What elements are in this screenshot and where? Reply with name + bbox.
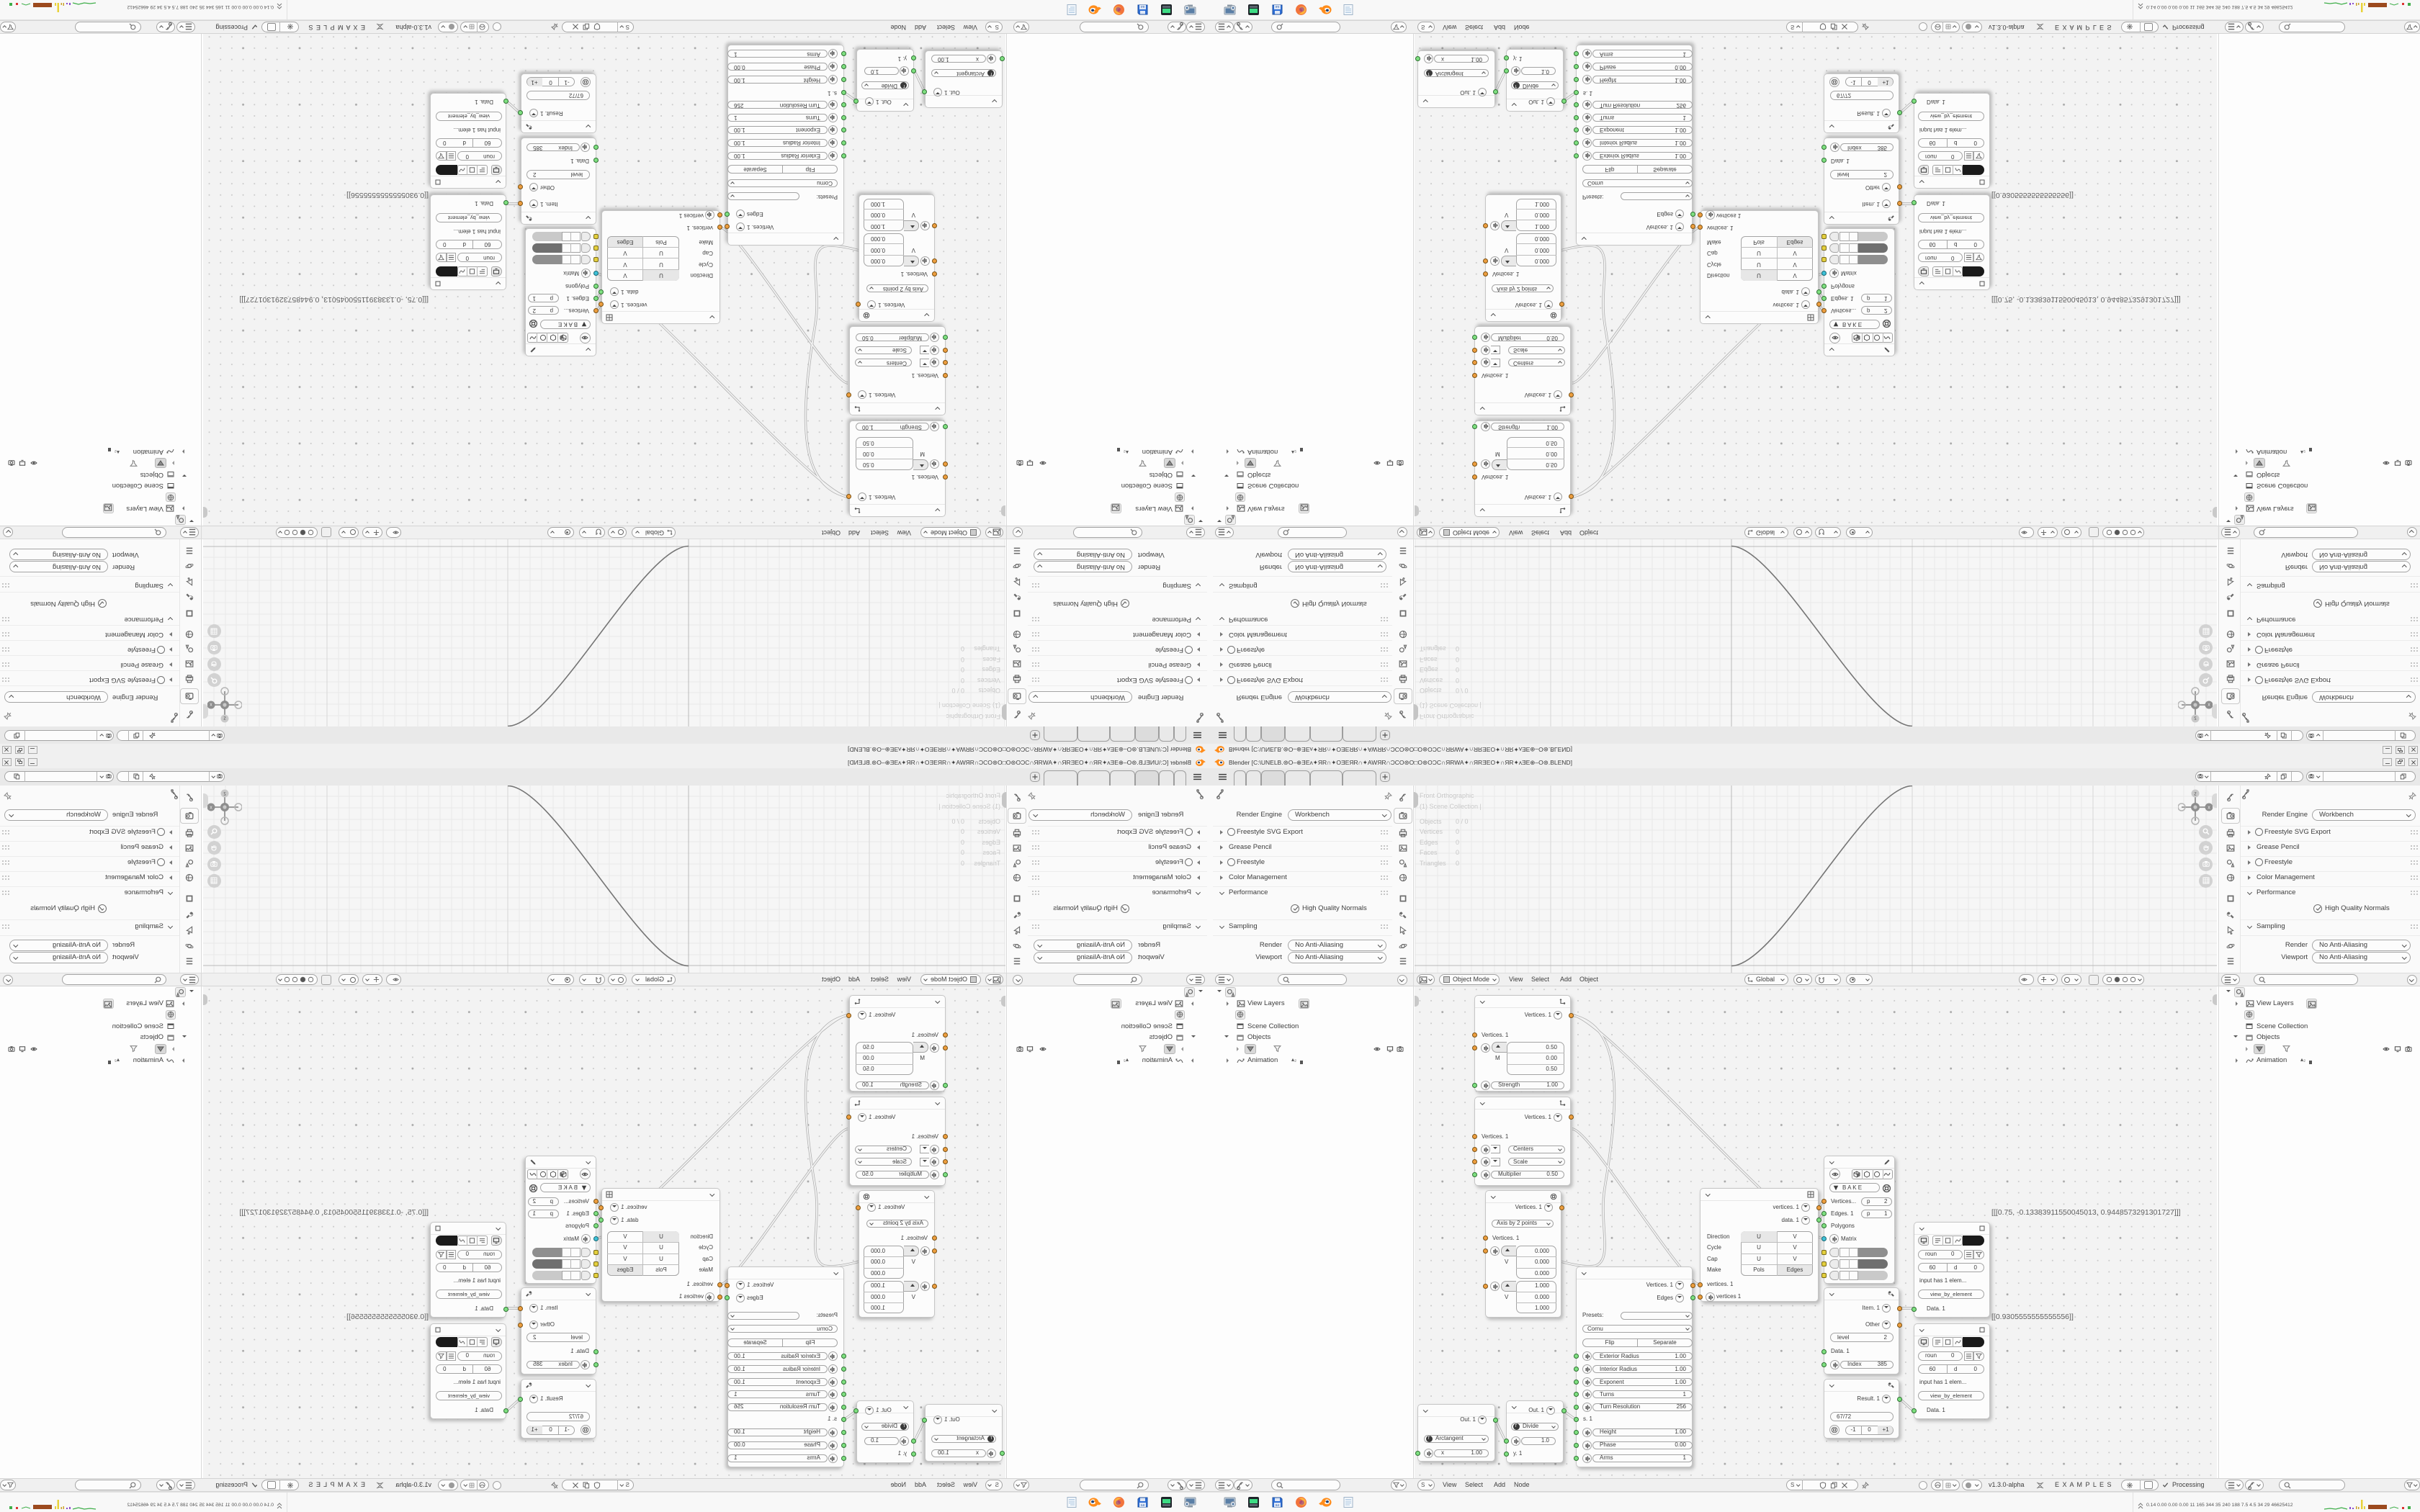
- svg-text:64: 64: [1276, 1503, 1280, 1507]
- svg-text:z: z: [2194, 792, 2197, 797]
- svg-text:z: z: [2194, 716, 2197, 721]
- svg-text:64: 64: [1141, 1503, 1145, 1507]
- svg-text:z: z: [223, 792, 226, 797]
- svg-text:z: z: [223, 716, 226, 721]
- svg-text:x: x: [210, 702, 212, 707]
- svg-text:x: x: [2208, 702, 2210, 707]
- svg-text:64: 64: [1141, 5, 1145, 9]
- svg-text:x: x: [2208, 806, 2210, 811]
- svg-text:64: 64: [1276, 5, 1280, 9]
- svg-text:x: x: [210, 806, 212, 811]
